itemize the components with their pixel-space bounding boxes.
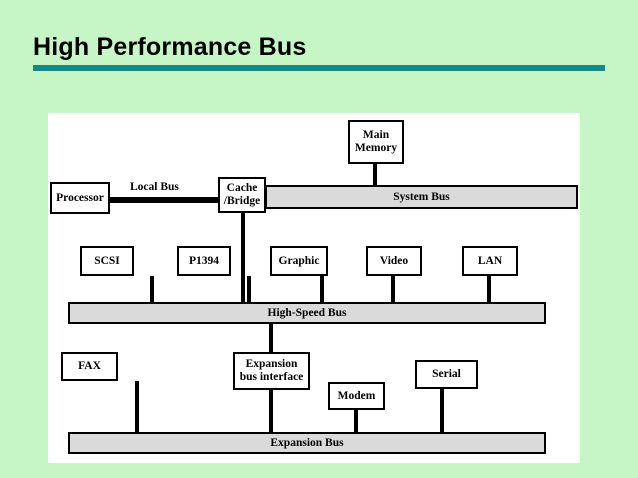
diagram-panel: System Bus High-Speed Bus Expansion Bus … [48, 113, 580, 463]
bus-system-bus-label: System Bus [393, 191, 450, 203]
connector-video-to-high-speed-bus [391, 276, 395, 306]
connector-p1394-to-high-speed-bus [247, 276, 251, 306]
node-cache-bridge-label-line2: /Bridge [223, 195, 261, 207]
connector-graphic-to-high-speed-bus [320, 276, 324, 306]
node-p1394: P1394 [177, 246, 231, 276]
node-lan: LAN [462, 246, 518, 276]
node-serial: Serial [415, 360, 478, 389]
connector-fax-to-expansion-bus [135, 381, 139, 434]
node-fax-label: FAX [78, 360, 101, 373]
node-expansion-bus-interface: Expansion bus interface [233, 352, 310, 390]
connector-serial-to-expansion-bus [440, 389, 444, 434]
bus-expansion-bus: Expansion Bus [68, 432, 546, 454]
node-main-memory: Main Memory [348, 120, 404, 164]
node-video: Video [366, 246, 422, 276]
title-underline-rule [33, 65, 605, 71]
connector-high-speed-bus-to-expansion-interface [269, 322, 273, 355]
node-modem-label: Modem [337, 389, 376, 402]
bus-high-speed-bus: High-Speed Bus [68, 302, 546, 324]
node-lan-label: LAN [477, 254, 503, 267]
node-fax: FAX [61, 352, 118, 381]
node-modem: Modem [328, 382, 385, 410]
node-main-memory-label-line1: Main [362, 129, 390, 142]
node-main-memory-label-line2: Memory [354, 142, 398, 154]
node-graphic-label: Graphic [278, 254, 320, 267]
node-p1394-label: P1394 [188, 254, 220, 267]
connector-expansion-interface-to-expansion-bus [269, 390, 273, 434]
bus-local-bus-label: Local Bus [130, 181, 179, 193]
connector-main-memory-to-system-bus [373, 163, 377, 185]
node-processor: Processor [50, 182, 110, 214]
connector-cache-bridge-to-high-speed-bus [241, 209, 245, 306]
connector-lan-to-high-speed-bus [487, 276, 491, 306]
node-scsi-label: SCSI [94, 254, 120, 267]
bus-system-bus: System Bus [265, 185, 578, 209]
node-scsi: SCSI [80, 246, 134, 276]
bus-expansion-bus-label: Expansion Bus [270, 437, 344, 449]
node-graphic: Graphic [270, 246, 328, 276]
node-expansion-bus-interface-label-line2: bus interface [239, 371, 304, 383]
node-cache-bridge: Cache /Bridge [218, 177, 266, 213]
node-expansion-bus-interface-label-line1: Expansion [245, 358, 298, 371]
node-processor-label: Processor [56, 191, 104, 204]
connector-scsi-to-high-speed-bus [150, 276, 154, 306]
connector-modem-to-expansion-bus [354, 410, 358, 434]
connector-local-bus [103, 197, 239, 203]
node-serial-label: Serial [432, 368, 461, 381]
node-cache-bridge-label-line1: Cache [226, 182, 258, 195]
page-title: High Performance Bus [33, 33, 307, 61]
node-video-label: Video [379, 254, 409, 267]
bus-high-speed-bus-label: High-Speed Bus [267, 307, 347, 319]
